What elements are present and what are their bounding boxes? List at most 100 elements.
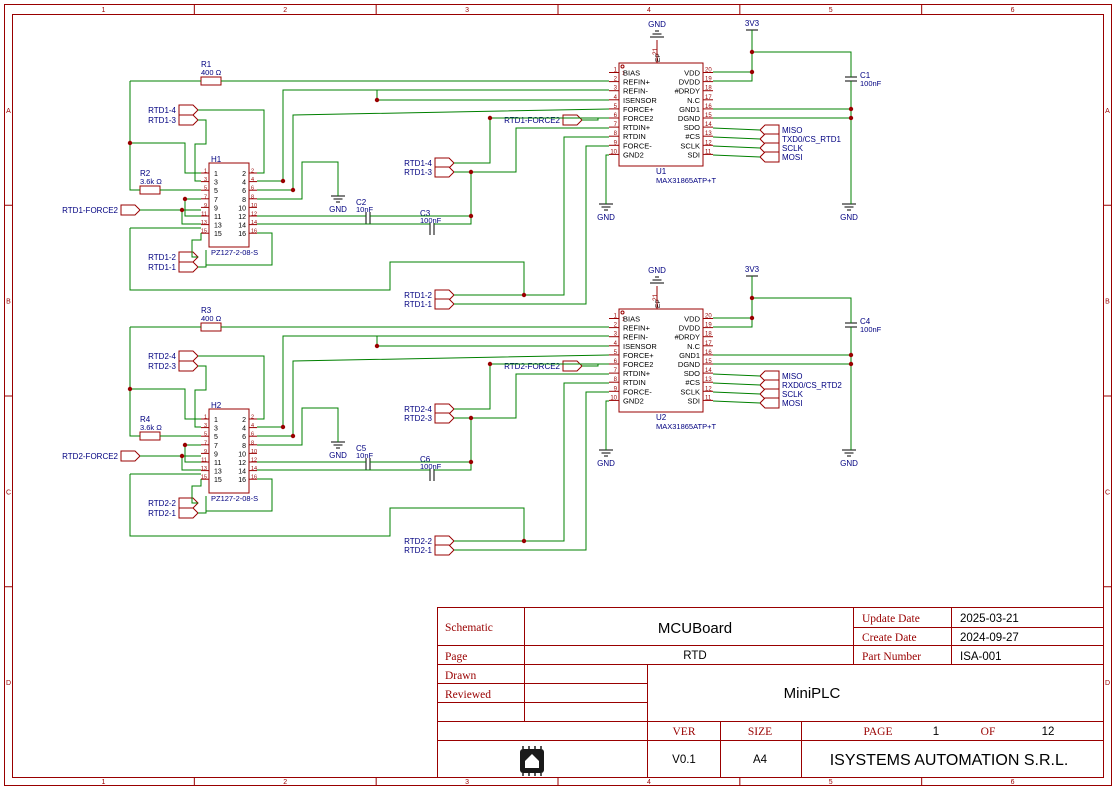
pin-name: REFIN- xyxy=(623,333,649,342)
junction-dot xyxy=(374,97,380,103)
column-marker: 2 xyxy=(283,7,287,14)
wire xyxy=(181,456,201,471)
pin-number: 3 xyxy=(214,426,218,433)
junction-dot xyxy=(749,295,755,301)
pin-name: REFIN+ xyxy=(623,78,651,87)
pin-number: 9 xyxy=(214,205,218,212)
component-value: 10nF xyxy=(356,451,374,460)
component-value: 10nF xyxy=(356,205,374,214)
wire xyxy=(191,233,202,258)
page-number-value: 1 xyxy=(933,726,939,738)
junction-dot xyxy=(848,115,854,121)
net-port-shape xyxy=(562,360,583,372)
resistor-body xyxy=(139,185,161,195)
pin-number: 4 xyxy=(242,180,246,187)
pin-number: 15 xyxy=(705,359,712,365)
wire xyxy=(257,89,609,182)
component-value: 100nF xyxy=(860,325,882,334)
column-marker: 1 xyxy=(101,7,105,14)
pin-number: 13 xyxy=(705,131,712,137)
part-number: PZ127-2-08-S xyxy=(211,494,258,503)
pin-number: 15 xyxy=(214,231,222,238)
ref-designator: C2 xyxy=(356,198,367,207)
wire xyxy=(454,363,609,410)
part-number: MAX31865ATP+T xyxy=(656,422,717,431)
ground-label: GND xyxy=(597,459,615,468)
net-port: MOSI xyxy=(759,151,802,163)
net-port: RTD2-3 xyxy=(404,412,455,424)
component-value: 100nF xyxy=(420,462,442,471)
component-value: 100nF xyxy=(860,79,882,88)
ground-label: GND xyxy=(597,213,615,222)
net-port-shape xyxy=(434,412,455,424)
wire xyxy=(713,72,753,82)
net-label: MISO xyxy=(782,372,802,381)
pin-number: 6 xyxy=(251,432,254,438)
wire xyxy=(198,109,265,174)
ground-symbol: GND xyxy=(840,449,858,468)
net-port: RTD2-1 xyxy=(148,507,199,519)
pin-number: 14 xyxy=(238,223,246,230)
pin-name: SCLK xyxy=(680,387,700,396)
pin-number: 16 xyxy=(238,231,246,238)
pin-number: 1 xyxy=(614,68,618,74)
pin-name: GND2 xyxy=(623,396,644,405)
junction-dot xyxy=(127,386,133,392)
row-marker: C xyxy=(6,489,11,496)
pin-number: 9 xyxy=(204,449,207,455)
pin-name: FORCE2 xyxy=(623,114,653,123)
net-port: RTD1-4 xyxy=(404,157,455,169)
ground-label: GND xyxy=(840,213,858,222)
net-port-shape xyxy=(178,104,199,116)
pin-name: RTDIN+ xyxy=(623,369,651,378)
junction-dot xyxy=(749,315,755,321)
pin-number: 10 xyxy=(251,449,257,455)
net-label: RTD1-4 xyxy=(404,159,432,168)
size-label: SIZE xyxy=(748,726,772,738)
net-label: RTD1-2 xyxy=(404,291,432,300)
net-port: RTD1-2 xyxy=(148,251,199,263)
net-label: RTD1-FORCE2 xyxy=(62,206,118,215)
net-port: MOSI xyxy=(759,397,802,409)
net-port: RTD2-4 xyxy=(148,350,199,362)
pin-name: #CS xyxy=(685,378,700,387)
ref-designator: U2 xyxy=(656,413,667,422)
row-marker: D xyxy=(1105,680,1110,687)
pin-number: 16 xyxy=(251,229,257,235)
ground-label: GND xyxy=(329,205,347,214)
wire xyxy=(434,462,472,471)
chip-logo-icon xyxy=(520,746,544,776)
resistor-body xyxy=(139,431,161,441)
pin-number: 15 xyxy=(214,477,222,484)
pin-name: FORCE+ xyxy=(623,105,654,114)
pin-number: 9 xyxy=(214,451,218,458)
wire xyxy=(257,108,610,191)
net-port-shape xyxy=(759,397,780,409)
pin-number: 20 xyxy=(705,314,712,320)
pin-number: 12 xyxy=(238,214,246,221)
pin1-number: 1 xyxy=(622,71,625,77)
schematic-value: MCUBoard xyxy=(658,620,732,637)
wire xyxy=(454,145,609,305)
pin-number: 21 xyxy=(652,293,659,301)
net-label: RTD1-4 xyxy=(148,106,176,115)
pin-number: 9 xyxy=(204,203,207,209)
net-label: SCLK xyxy=(782,390,804,399)
page-value: RTD xyxy=(683,650,706,662)
pin-name: EP xyxy=(655,53,662,62)
net-port: RTD1-1 xyxy=(148,261,199,273)
wire xyxy=(206,232,273,266)
pin-number: 5 xyxy=(614,104,618,110)
page-of-label: OF xyxy=(981,726,996,738)
wire xyxy=(582,364,599,367)
pin-number: 16 xyxy=(251,475,257,481)
wire xyxy=(752,297,852,323)
ground-label: GND xyxy=(840,459,858,468)
pin-number: 3 xyxy=(204,177,207,183)
ref-designator: C3 xyxy=(420,209,431,218)
junction-dot xyxy=(280,178,286,184)
pin-number: 14 xyxy=(251,466,257,472)
net-label: RTD1-1 xyxy=(404,300,432,309)
